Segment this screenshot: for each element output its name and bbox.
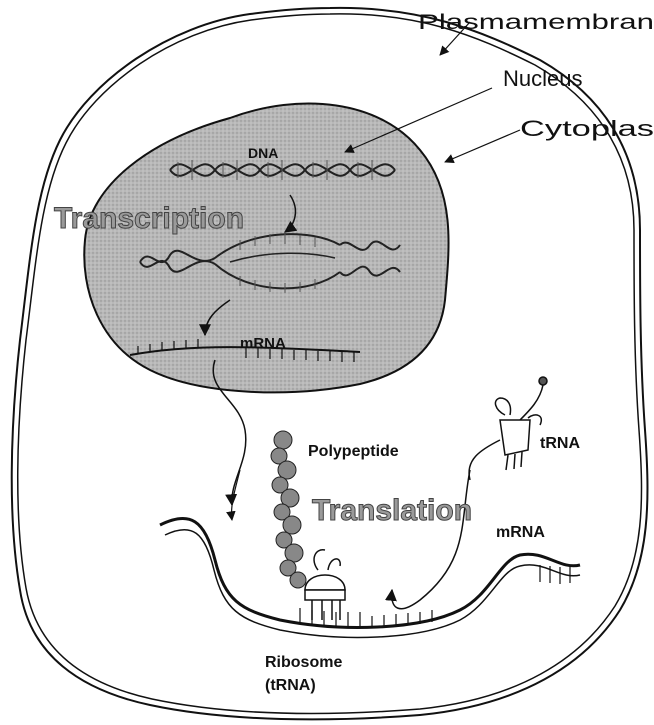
trna-arrow bbox=[392, 470, 470, 609]
label-ribosome: Ribosome bbox=[265, 654, 342, 671]
label-nucleus: Nucleus bbox=[503, 66, 582, 91]
label-translation: Translation bbox=[312, 494, 472, 527]
polypeptide-chain bbox=[271, 431, 306, 588]
ribosome bbox=[305, 550, 345, 620]
label-ribosome-sub: (tRNA) bbox=[265, 677, 316, 694]
label-mrna-cytoplasm: mRNA bbox=[496, 524, 545, 541]
label-dna: DNA bbox=[248, 145, 278, 161]
label-cytoplasm: Cytoplas bbox=[520, 116, 654, 141]
label-transcription: Transcription bbox=[54, 202, 244, 235]
label-plasma-membrane: Plasmamembran bbox=[418, 11, 654, 34]
label-polypeptide: Polypeptide bbox=[308, 443, 399, 460]
label-mrna-nucleus: mRNA bbox=[240, 335, 286, 352]
trna-molecule bbox=[469, 377, 547, 480]
cytoplasm-pointer bbox=[445, 130, 520, 162]
label-trna: tRNA bbox=[540, 435, 580, 452]
